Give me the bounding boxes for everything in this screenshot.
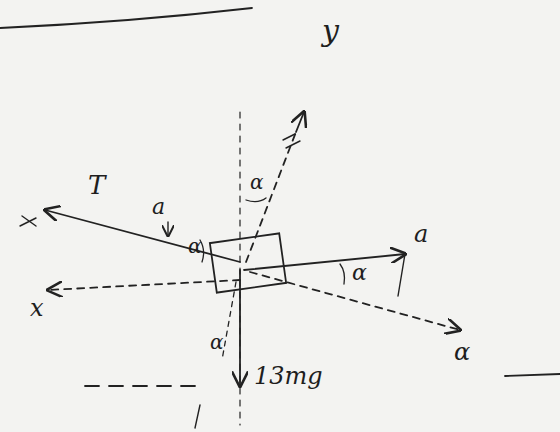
angle-label: α: [188, 236, 202, 256]
incline-base: [505, 374, 560, 376]
top-stroke: [0, 8, 252, 28]
acceleration-label: a: [152, 196, 165, 218]
acceleration-label: a: [414, 222, 428, 246]
scribble: [20, 216, 36, 226]
y-axis: [246, 132, 296, 262]
x-axis: [48, 280, 240, 290]
vertical-guide: [239, 112, 240, 425]
axis-label: x: [30, 296, 44, 320]
gravity-arrow: [239, 270, 241, 386]
angle-arc: [340, 264, 345, 284]
stroke: [195, 405, 200, 428]
acceleration-arrow: [244, 254, 405, 270]
ground-dash: [85, 385, 205, 387]
force-label: T: [88, 172, 105, 198]
block: [210, 233, 286, 292]
angle-label: α: [250, 172, 264, 192]
angle-label: α: [352, 262, 367, 284]
component-line: [398, 254, 405, 296]
scribble: [283, 134, 300, 148]
tension-arrow: [45, 210, 240, 262]
angle-label: α: [210, 332, 224, 352]
small-arrow: [167, 222, 168, 236]
axis-label: y: [322, 16, 339, 46]
angle-label: α: [454, 340, 470, 364]
force-label: 13mg: [254, 364, 323, 388]
perpendicular-guide: [222, 282, 236, 360]
angle-arc: [246, 198, 266, 202]
normal-force-arrow: [296, 112, 304, 132]
